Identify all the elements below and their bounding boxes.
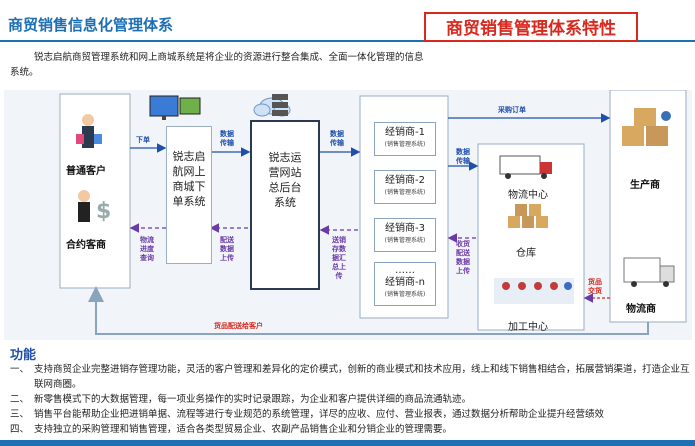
functions-title: 功能 <box>10 348 37 363</box>
dealer-name: 经销商-3 <box>385 223 425 234</box>
dealer-name: 经销商-2 <box>385 175 425 186</box>
server-icon <box>272 94 288 116</box>
function-item: 三、 销售平台能帮助企业把进销单据、流程等进行专业规范的系统管理，详尽的应收、应… <box>10 409 605 420</box>
dealer-sub: (销售管理系统) <box>384 237 426 244</box>
data-transfer-label: 数据 传输 <box>220 130 234 147</box>
page-title: 商贸销售信息化管理体系 <box>8 16 174 34</box>
warehouse-boxes-icon <box>508 204 548 228</box>
inventory-upload-label: 送销 存数 据汇 总上 传 <box>332 236 346 280</box>
intro-paragraph: 锐志启航商贸管理系统和网上商城系统是将企业的资源进行整合集成、全面一体化管理的信… <box>10 52 424 78</box>
logistics-label: 物流中心 <box>508 190 548 201</box>
svg-text:$: $ <box>96 199 111 224</box>
dealer-name: 经销商-n <box>385 277 425 288</box>
dealer-sub: (销售管理系统) <box>384 189 426 196</box>
order-system-line: 商城下 <box>172 180 206 193</box>
dealer-sub: (销售管理系统) <box>384 141 426 148</box>
order-system-line: 单系统 <box>172 195 206 208</box>
logistics-query-label: 物流 进度 查询 <box>140 236 154 262</box>
shopper-icon <box>76 114 102 148</box>
function-item: 二、 新零售模式下的大数据管理，每一项业务操作的实时记录跟踪，为企业和客户提供详… <box>10 394 472 405</box>
dealer-sub: (销售管理系统) <box>384 291 426 298</box>
order-system-line: 航网上 <box>172 165 206 178</box>
supplier-label: 物流商 <box>626 304 656 315</box>
delivery-upload-label: 配送 数据 上传 <box>220 236 234 262</box>
backend-line: 系统 <box>274 196 296 209</box>
dealer-ellipsis: …… <box>395 265 415 276</box>
dealer-box: 经销商-1 (销售管理系统) <box>374 122 436 156</box>
dealer-box: 经销商-3 (销售管理系统) <box>374 218 436 252</box>
dealer-name: 经销商-1 <box>385 127 425 138</box>
dealer-box: …… 经销商-n (销售管理系统) <box>374 262 436 306</box>
contract-customer-label: 合约客商 <box>66 240 106 251</box>
warehouse-label: 仓库 <box>516 248 536 259</box>
backend-system-box: 锐志运 营网站 总后台 系统 <box>250 120 320 290</box>
data-transfer-label: 数据 传输 <box>330 130 344 147</box>
diagram-panel: $ <box>4 90 692 340</box>
producer-label: 生产商 <box>630 180 660 191</box>
backend-line: 营网站 <box>268 166 302 179</box>
goods-delivery-label: 货品 交货 <box>588 278 602 295</box>
computer-icon <box>149 95 201 120</box>
receive-upload-label: 收货 配送 数据 上传 <box>456 240 470 275</box>
header-divider <box>0 40 695 42</box>
function-item: 一、 支持商贸企业完整进销存管理功能，灵活的客户管理和差异化的定价模式，创新的商… <box>10 364 690 390</box>
truck-icon <box>499 155 552 179</box>
feature-badge: 商贸销售管理体系特性 <box>424 12 638 42</box>
delivery-truck-icon <box>623 257 675 287</box>
functions-list: 一、 支持商贸企业完整进销存管理功能，灵活的客户管理和差异化的定价模式，创新的商… <box>10 362 690 437</box>
producer-boxes-icon <box>622 108 671 146</box>
purchase-order-label: 采购订单 <box>498 106 526 114</box>
dealer-box: 经销商-2 (销售管理系统) <box>374 170 436 204</box>
data-transfer-label: 数据 传输 <box>456 148 470 165</box>
backend-line: 锐志运 <box>268 151 302 164</box>
goods-to-customer-label: 货品配送给客户 <box>214 322 263 330</box>
order-system-box: 锐志启 航网上 商城下 单系统 <box>166 126 212 264</box>
diagram-connectors: $ <box>59 90 687 335</box>
normal-customer-label: 普通客户 <box>66 166 106 177</box>
bottom-bar <box>0 440 695 446</box>
processing-workers-icon <box>494 278 574 304</box>
order-label: 下单 <box>136 136 150 144</box>
order-system-line: 锐志启 <box>172 150 206 163</box>
function-item: 四、 支持独立的采购管理和销售管理，适合各类型贸易企业、农副产品销售企业和分销企… <box>10 424 453 435</box>
businessman-icon: $ <box>78 190 111 224</box>
processing-label: 加工中心 <box>508 322 548 333</box>
backend-line: 总后台 <box>268 181 302 194</box>
